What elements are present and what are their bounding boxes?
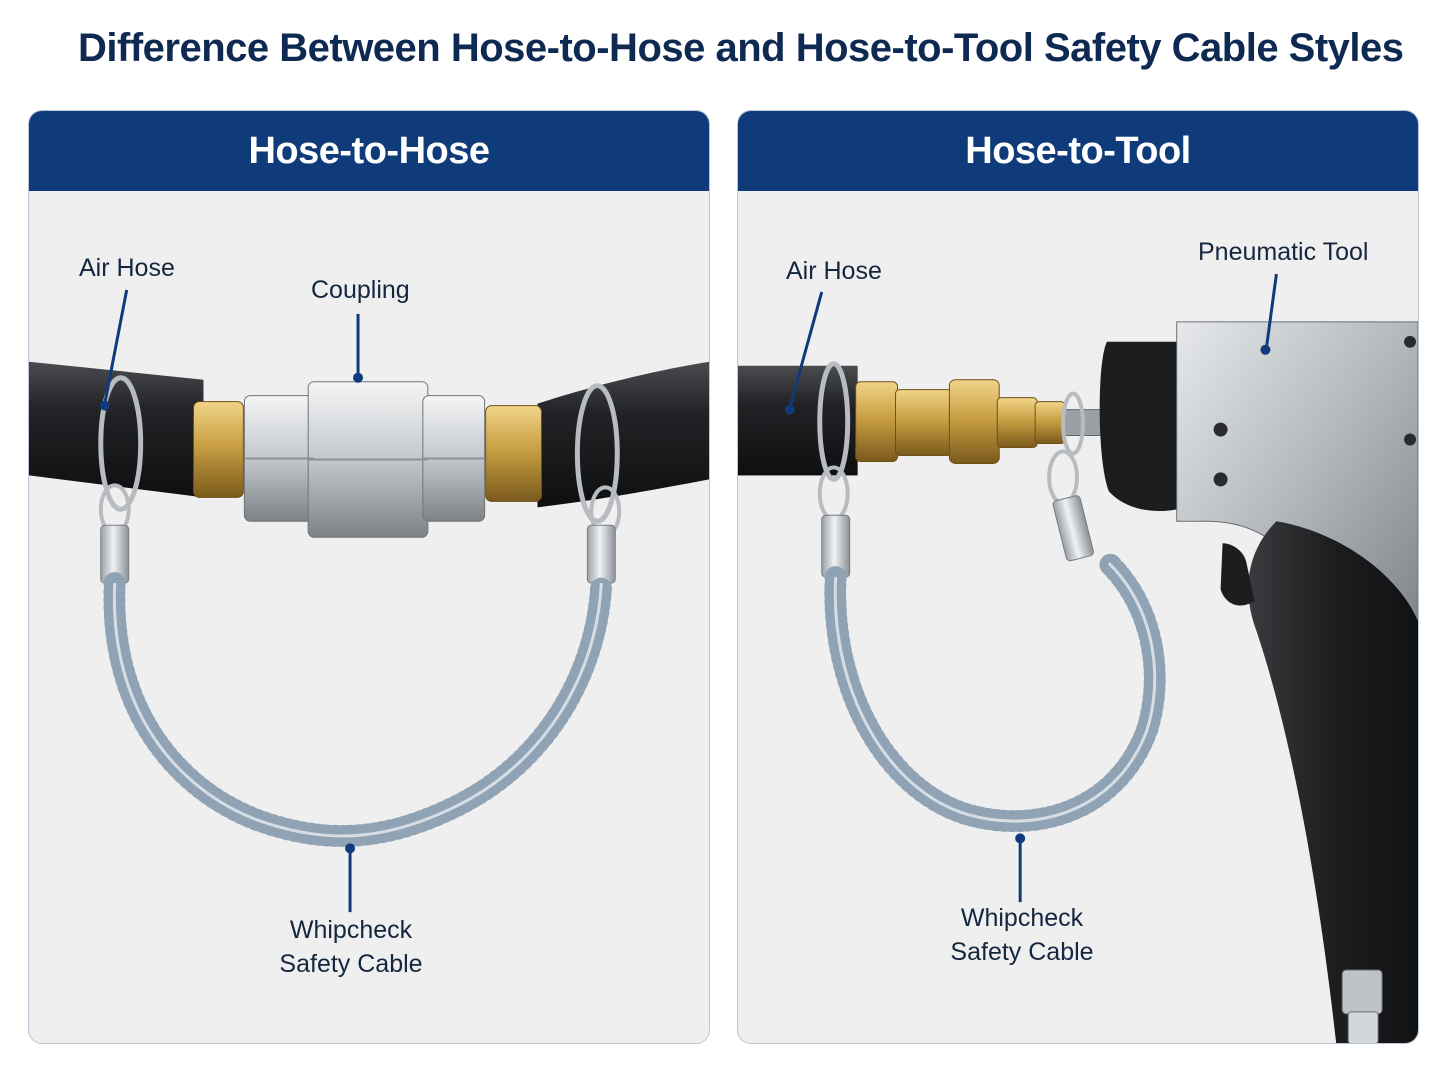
quick-coupler bbox=[948, 379, 1000, 464]
label-whipcheck-line2: Safety Cable bbox=[279, 950, 423, 978]
right-air-hose bbox=[537, 361, 709, 508]
label-whipcheck-line1: Whipcheck bbox=[289, 916, 413, 944]
label-pneumatic-tool: Pneumatic Tool bbox=[1198, 238, 1369, 266]
leader-air-hose bbox=[788, 291, 824, 409]
tool-ferrule bbox=[1052, 495, 1094, 562]
tool-grip bbox=[1248, 521, 1418, 1043]
right-ferrule bbox=[586, 524, 616, 584]
label-air-hose: Air Hose bbox=[786, 257, 882, 285]
left-air-hose bbox=[29, 361, 204, 498]
tool-air-inlet bbox=[1341, 969, 1383, 1015]
hose-to-tool-illustration bbox=[738, 273, 1418, 1043]
leader-air-hose bbox=[103, 289, 129, 404]
panel-heading-hose-to-tool: Hose-to-Tool bbox=[738, 111, 1418, 191]
label-whipcheck-line1: Whipcheck bbox=[960, 904, 1084, 932]
hose-fitting bbox=[855, 381, 899, 462]
right-cable-collar bbox=[574, 383, 620, 524]
page-title: Difference Between Hose-to-Hose and Hose… bbox=[78, 26, 1404, 70]
right-brass-fitting bbox=[485, 405, 542, 502]
left-brass-fitting bbox=[193, 401, 244, 498]
tool-cable-collar bbox=[1061, 391, 1085, 456]
label-coupling: Coupling bbox=[311, 276, 410, 304]
hose-to-hose-illustration bbox=[29, 289, 709, 913]
label-air-hose: Air Hose bbox=[79, 254, 175, 282]
left-cable-collar bbox=[98, 375, 144, 512]
panel-hose-to-hose: Hose-to-Hose bbox=[28, 110, 710, 1044]
whipcheck-spring-cable bbox=[824, 552, 1166, 832]
label-whipcheck-line2: Safety Cable bbox=[950, 938, 1094, 966]
hose-cable-collar bbox=[817, 361, 851, 482]
whipcheck-spring-cable bbox=[103, 572, 613, 847]
panel-hose-to-tool: Hose-to-Tool bbox=[737, 110, 1419, 1044]
panel-heading-hose-to-hose: Hose-to-Hose bbox=[29, 111, 709, 191]
tool-trigger bbox=[1220, 543, 1255, 606]
leader-pneumatic-tool bbox=[1264, 273, 1278, 348]
